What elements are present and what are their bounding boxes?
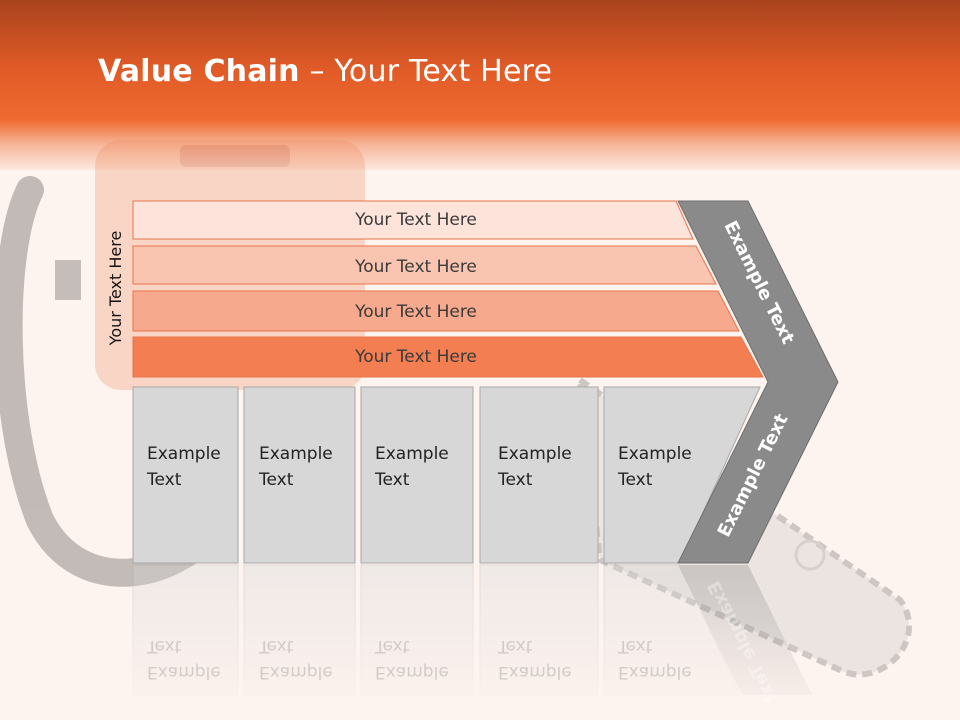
bar-1-label: Your Text Here: [354, 210, 477, 230]
box-2: [243, 386, 356, 564]
bar-4-label: Your Text Here: [354, 347, 477, 367]
box-3-line1: Example: [375, 444, 449, 464]
box-5-line1: Example: [618, 444, 692, 464]
box-2-line1: Example: [259, 444, 333, 464]
box-3-line2: Text: [374, 470, 410, 490]
reflection-text-1: Example: [147, 662, 221, 682]
box-4-line1: Example: [498, 444, 572, 464]
box-4: [479, 386, 599, 564]
reflection-text-2: Text: [146, 636, 182, 656]
reflection: [132, 564, 812, 696]
reflection-text-8: Text: [497, 636, 533, 656]
side-label: Your Text Here: [106, 231, 125, 347]
reflection-text-6: Text: [374, 636, 410, 656]
bar-3-label: Your Text Here: [354, 302, 477, 322]
box-1-line1: Example: [147, 444, 221, 464]
reflection-text-5: Example: [375, 662, 449, 682]
bar-2-label: Your Text Here: [354, 257, 477, 277]
boxes: Example Text Example Text Example Text E…: [132, 386, 761, 564]
reflection-text-7: Example: [498, 662, 572, 682]
box-5-line2: Text: [617, 470, 653, 490]
reflection-text-3: Example: [259, 662, 333, 682]
box-3: [360, 386, 474, 564]
box-4-line2: Text: [497, 470, 533, 490]
bar-2: [132, 245, 717, 285]
bars: Your Text Here Your Text Here Your Text …: [132, 200, 764, 378]
chevron-arrow: [677, 200, 839, 564]
box-1-line2: Text: [146, 470, 182, 490]
title-bold: Value Chain: [98, 54, 300, 89]
title-rest: – Your Text Here: [299, 54, 553, 89]
reflection-text-4: Text: [258, 636, 294, 656]
page-title: Value Chain – Your Text Here: [98, 54, 552, 89]
reflection-text-9: Example: [618, 662, 692, 682]
bar-1: [132, 200, 694, 240]
bar-3: [132, 290, 740, 332]
box-1: [132, 386, 239, 564]
box-2-line2: Text: [258, 470, 294, 490]
header-band: [0, 0, 960, 170]
bar-4: [132, 336, 764, 378]
reflection-text-10: Text: [617, 636, 653, 656]
